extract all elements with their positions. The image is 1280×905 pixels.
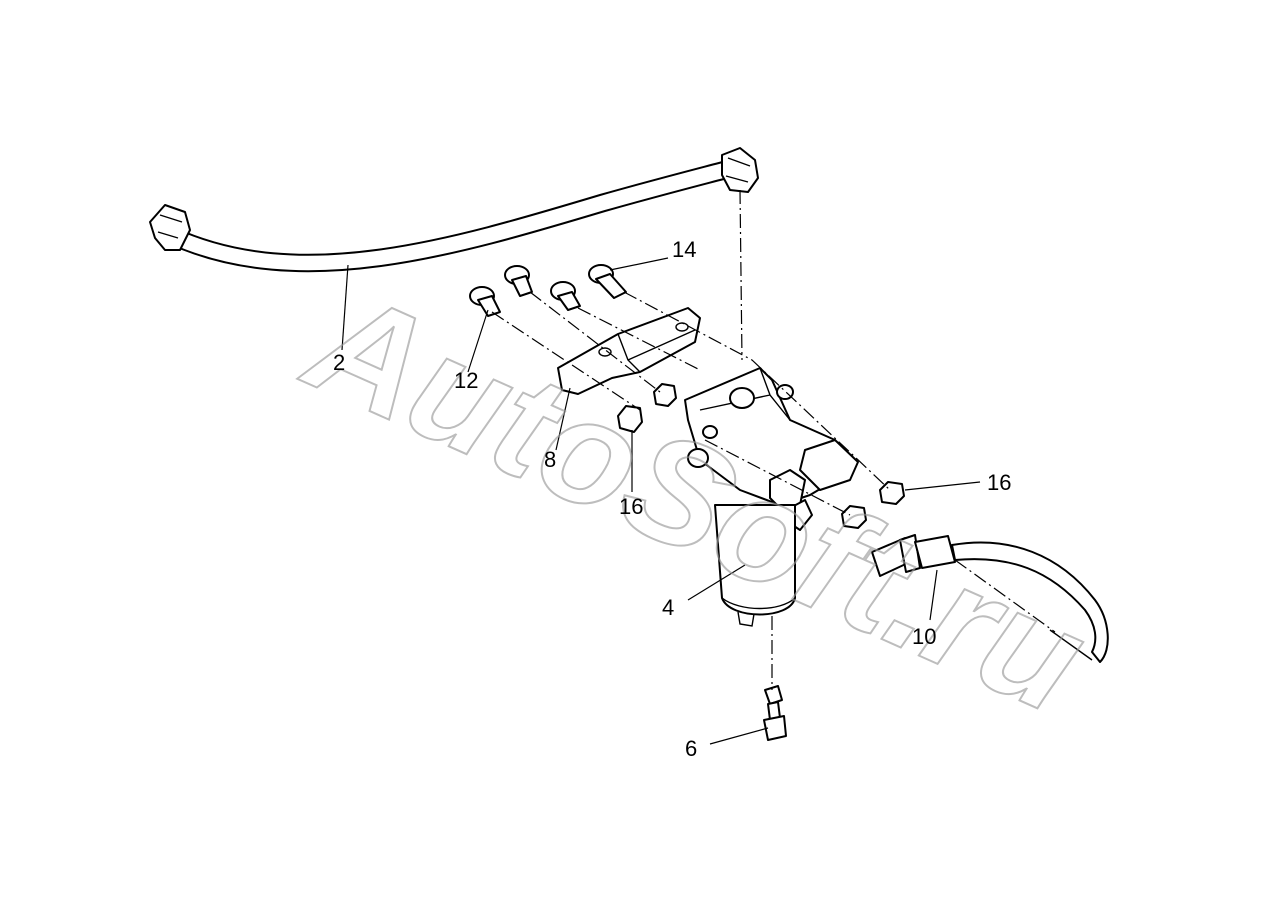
callout-10: 10 [912, 624, 936, 649]
nut-part [879, 481, 905, 505]
callout-12: 12 [454, 368, 478, 393]
leader-lines [341, 257, 981, 745]
bolt-part [588, 264, 627, 299]
callout-4: 4 [662, 595, 674, 620]
fuel-filter-assembly-part [684, 367, 859, 627]
callout-16-left: 16 [619, 494, 643, 519]
bolt-part [550, 281, 581, 311]
callout-6: 6 [685, 736, 697, 761]
bolt-part [469, 286, 501, 317]
bolt-part [504, 265, 533, 297]
callout-8: 8 [544, 447, 556, 472]
drain-valve-part [763, 685, 787, 741]
nut-part [653, 383, 677, 407]
nut-part [841, 505, 867, 529]
mounting-bracket-part [557, 307, 701, 395]
nut-part [617, 405, 643, 433]
callout-16-right: 16 [987, 470, 1011, 495]
callout-14: 14 [672, 237, 696, 262]
assembly-center-lines [491, 189, 1056, 690]
callout-2: 2 [333, 350, 345, 375]
fuel-line-part [871, 534, 1109, 663]
fuel-hose-part [149, 147, 759, 273]
